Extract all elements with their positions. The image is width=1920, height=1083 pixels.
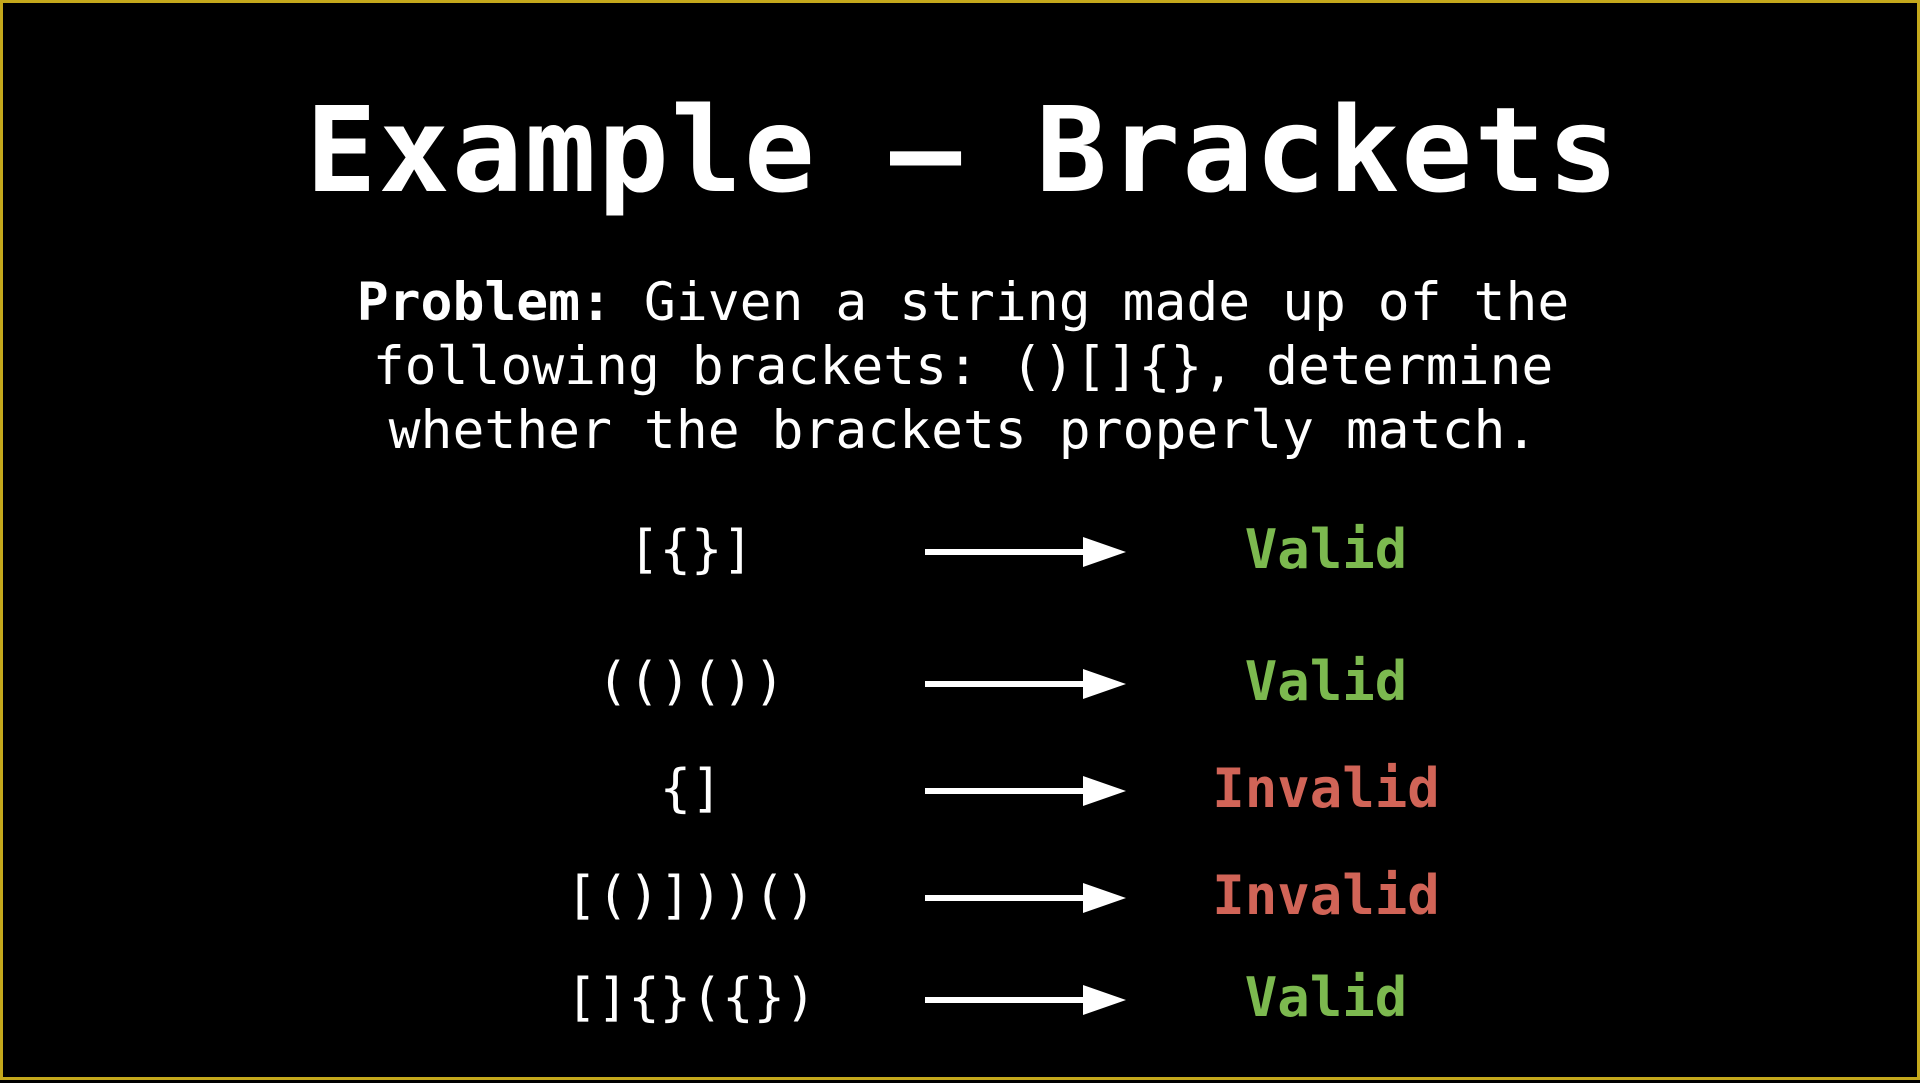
example-result: Invalid xyxy=(1212,757,1440,820)
example-row: [()]))() Invalid xyxy=(3,861,1920,931)
example-result: Valid xyxy=(1244,966,1408,1029)
example-input: (()()) xyxy=(597,652,785,712)
example-row: (()()) Valid xyxy=(3,647,1920,717)
example-input: []{}({}) xyxy=(565,968,817,1028)
examples-list: [{}] Valid (()()) Valid {] Invalid xyxy=(3,3,1920,1083)
example-input: [()]))() xyxy=(565,866,817,926)
right-arrow-icon xyxy=(925,537,1126,567)
right-arrow-icon xyxy=(925,883,1126,913)
example-row: []{}({}) Valid xyxy=(3,963,1920,1033)
right-arrow-icon xyxy=(925,985,1126,1015)
example-result: Invalid xyxy=(1212,864,1440,927)
problem-line-1: Problem: Given a string made up of the xyxy=(3,271,1920,335)
example-row: {] Invalid xyxy=(3,754,1920,824)
right-arrow-icon xyxy=(925,776,1126,806)
example-result: Valid xyxy=(1244,518,1408,581)
right-arrow-icon xyxy=(925,669,1126,699)
problem-line-2: following brackets: ()[]{}, determine xyxy=(372,336,1554,397)
example-row: [{}] Valid xyxy=(3,515,1920,585)
example-result: Valid xyxy=(1244,650,1408,713)
problem-line-3: whether the brackets properly match. xyxy=(388,400,1538,461)
problem-line-1-text: Given a string made up of the xyxy=(612,272,1570,333)
example-input: [{}] xyxy=(628,520,754,580)
problem-statement: Problem: Given a string made up of the f… xyxy=(3,271,1920,463)
example-input: {] xyxy=(659,759,723,819)
problem-label: Problem: xyxy=(356,272,612,333)
slide-title: Example – Brackets xyxy=(305,81,1621,219)
